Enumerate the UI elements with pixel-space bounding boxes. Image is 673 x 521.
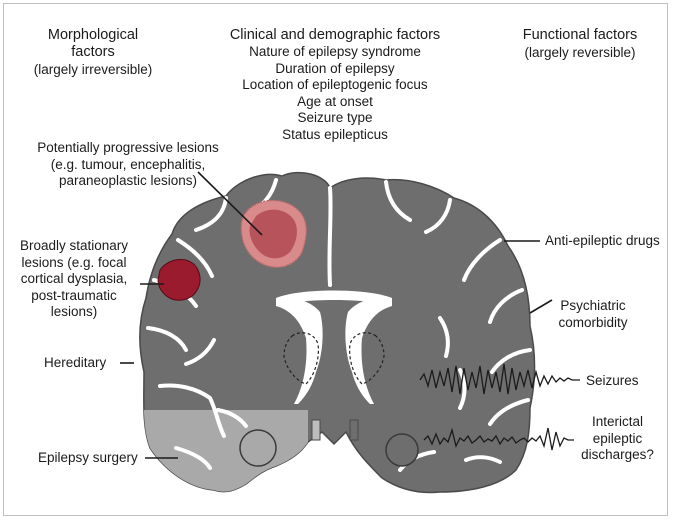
morphological-header: Morphological factors (largely irreversi… — [28, 27, 158, 78]
clinical-item: Duration of epilepsy — [210, 61, 460, 78]
brainstem-left — [312, 420, 320, 440]
clinical-item: Location of epileptogenic focus — [210, 77, 460, 94]
functional-title: Functional factors — [505, 27, 655, 44]
interictal-label: Interictal epileptic discharges? — [575, 414, 660, 464]
progressive-line: paraneoplastic lesions) — [18, 173, 238, 190]
functional-header: Functional factors (largely reversible) — [505, 27, 655, 61]
interictal-line: epileptic — [575, 431, 660, 448]
psychiatric-label: Psychiatric comorbidity — [548, 298, 638, 331]
morphological-subtitle: (largely irreversible) — [28, 61, 158, 78]
stationary-lesions-label: Broadly stationary lesions (e.g. focal c… — [10, 238, 138, 321]
clinical-item: Age at onset — [210, 94, 460, 111]
clinical-item: Status epilepticus — [210, 127, 460, 144]
clinical-title: Clinical and demographic factors — [210, 27, 460, 44]
clinical-item: Nature of epilepsy syndrome — [210, 44, 460, 61]
morphological-title-line2: factors — [28, 44, 158, 61]
morphological-title-line1: Morphological — [28, 27, 158, 44]
anti-epileptic-drugs-label: Anti-epileptic drugs — [545, 233, 660, 250]
progressive-line: (e.g. tumour, encephalitis, — [18, 157, 238, 174]
seizures-label: Seizures — [586, 373, 639, 390]
hereditary-label: Hereditary — [44, 355, 106, 372]
progressive-lesions-label: Potentially progressive lesions (e.g. tu… — [18, 140, 238, 190]
surgery-label: Epilepsy surgery — [38, 450, 138, 467]
psychiatric-line: comorbidity — [548, 315, 638, 332]
stationary-lesion — [158, 260, 200, 301]
hippocampus-left — [240, 430, 276, 466]
interictal-line: discharges? — [575, 447, 660, 464]
interictal-line: Interictal — [575, 414, 660, 431]
functional-subtitle: (largely reversible) — [505, 44, 655, 61]
clinical-header: Clinical and demographic factors Nature … — [210, 27, 460, 143]
stationary-line: lesions (e.g. focal — [10, 255, 138, 272]
brainstem-right — [350, 420, 358, 440]
stationary-line: cortical dysplasia, — [10, 271, 138, 288]
clinical-item: Seizure type — [210, 110, 460, 127]
stationary-line: post-traumatic — [10, 288, 138, 305]
stationary-line: lesions) — [10, 304, 138, 321]
psychiatric-line: Psychiatric — [548, 298, 638, 315]
hippocampus-right — [386, 434, 418, 466]
progressive-line: Potentially progressive lesions — [18, 140, 238, 157]
stationary-line: Broadly stationary — [10, 238, 138, 255]
